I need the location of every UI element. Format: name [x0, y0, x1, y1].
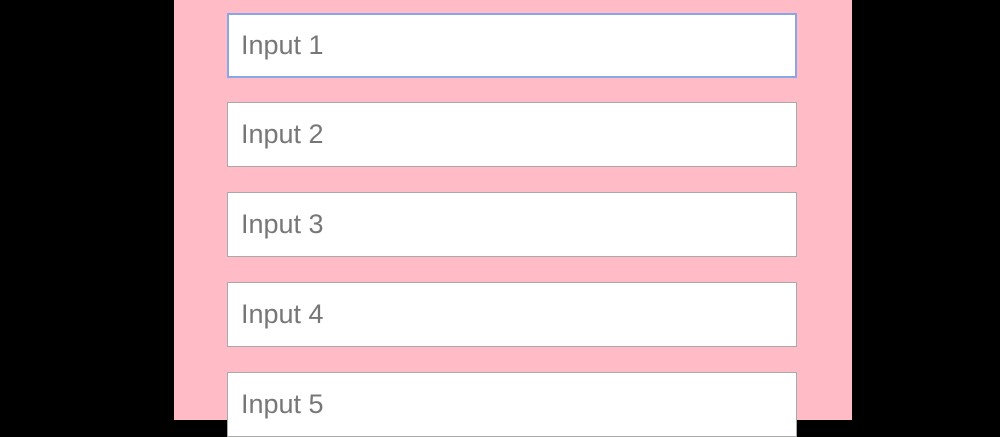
input-3-placeholder: Input 3 [241, 209, 324, 239]
input-5-placeholder: Input 5 [241, 389, 324, 419]
input-1[interactable]: Input 1 [227, 13, 797, 78]
form-panel: Input 1 Input 2 Input 3 Input 4 Input 5 [174, 0, 852, 437]
input-4-placeholder: Input 4 [241, 299, 324, 329]
input-4[interactable]: Input 4 [227, 282, 797, 347]
input-3[interactable]: Input 3 [227, 192, 797, 257]
input-1-placeholder: Input 1 [241, 30, 324, 60]
input-2-placeholder: Input 2 [241, 119, 324, 149]
input-2[interactable]: Input 2 [227, 102, 797, 167]
input-5[interactable]: Input 5 [227, 372, 797, 437]
